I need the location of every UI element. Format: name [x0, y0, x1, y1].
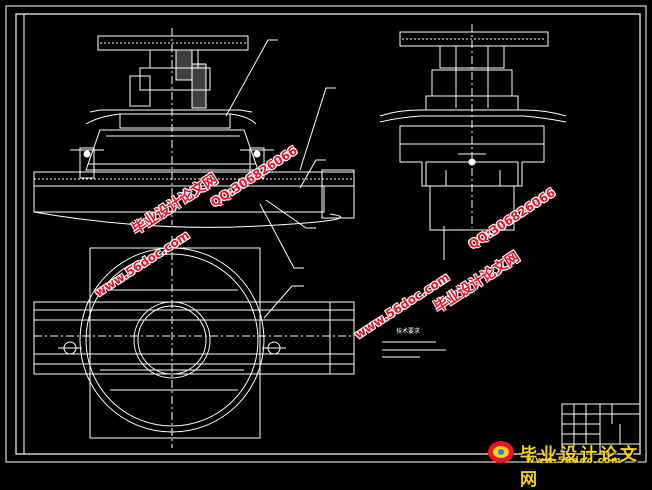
- site-logo-url: www.56doc.com: [526, 456, 622, 466]
- tech-notes-title: 技术要求: [396, 327, 420, 335]
- drawing-border-outer: [5, 5, 647, 463]
- side-view: [379, 24, 567, 260]
- cad-drawing: 技术要求: [5, 5, 647, 463]
- drawing-border-inner: [15, 13, 641, 455]
- tech-notes-lines: [382, 341, 446, 358]
- site-logo-icon: [488, 441, 514, 463]
- top-view: [33, 236, 355, 448]
- title-block: [561, 403, 641, 455]
- front-view: [33, 28, 355, 319]
